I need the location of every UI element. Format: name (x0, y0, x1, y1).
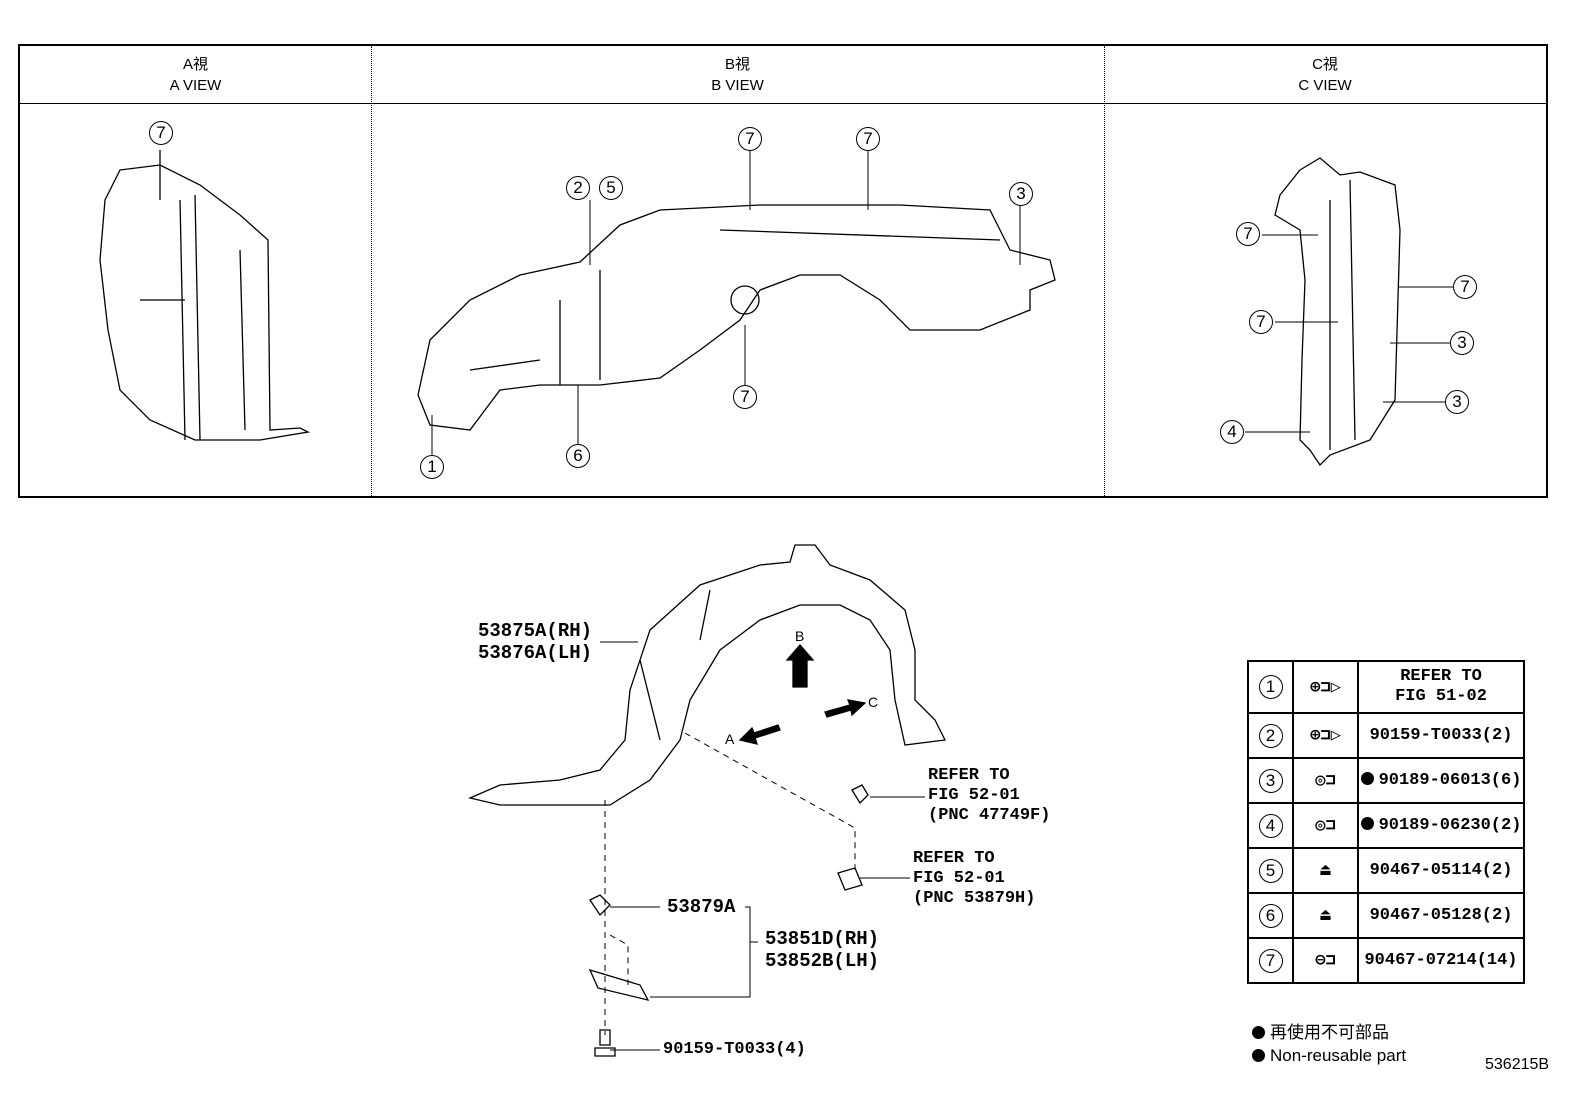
arrow-a (738, 724, 781, 745)
nut-icon: ⏏ (1320, 862, 1331, 881)
non-reusable-dot-icon (1252, 1049, 1265, 1062)
liner-main-drawing (467, 544, 946, 806)
non-reusable-dot-icon (1360, 772, 1374, 785)
panel-c-view: C視 C VIEW (1104, 46, 1546, 496)
callout-7: 7 (856, 127, 880, 151)
view-title-en: C VIEW (1298, 77, 1352, 94)
push-clip-icon: ⊖⊐ (1315, 952, 1336, 971)
view-title-jp: A視 (182, 56, 208, 73)
part-number-seal-rh: 53851D(RH) (765, 928, 880, 950)
legend-part: 90467-05114(2) (1357, 847, 1525, 894)
part-number-liner-rh: 53875A(RH) (478, 620, 593, 642)
screw-icon: ⊕⊐▷ (1310, 727, 1341, 746)
clip-icon: ◎⊐ (1315, 817, 1336, 836)
liner-c-view-drawing (1274, 157, 1401, 467)
callout-7: 7 (1453, 275, 1477, 299)
callout-2: 2 (1258, 723, 1283, 748)
screw-icon: ⊕⊐▷ (1310, 678, 1341, 698)
callout-2: 2 (566, 176, 590, 200)
legend-part: 90189-06230(2) (1378, 816, 1522, 835)
callout-5: 5 (599, 176, 623, 200)
legend-row: 3 ◎⊐ 90189-06013(6) (1247, 757, 1525, 804)
callout-4: 4 (1258, 813, 1283, 838)
callout-7: 7 (149, 121, 173, 145)
legend-part: 90467-07214(14) (1357, 937, 1525, 984)
arrow-b (785, 644, 815, 688)
part-number-liner-lh: 53876A(LH) (478, 642, 593, 664)
view-title-en: A VIEW (169, 77, 222, 94)
callout-7: 7 (733, 385, 757, 409)
note-text: Non-reusable part (1270, 1046, 1407, 1065)
refer-note-53879h: REFER TO FIG 52-01 (PNC 53879H) (913, 849, 1036, 908)
callout-6: 6 (566, 444, 590, 468)
callout-6: 6 (1258, 903, 1283, 928)
clip-icon: ◎⊐ (1315, 772, 1336, 791)
panel-header: C視 C VIEW (1104, 46, 1546, 104)
note-non-reusable-jp: 再使用不可部品 (1252, 1022, 1389, 1044)
view-title-jp: C視 (1312, 56, 1338, 73)
legend-part: 90189-06013(6) (1378, 771, 1522, 790)
callout-3: 3 (1258, 768, 1283, 793)
callout-7: 7 (1258, 948, 1283, 973)
liner-a-view-drawing (99, 164, 311, 441)
callout-3: 3 (1450, 331, 1474, 355)
view-title-en: B VIEW (711, 77, 764, 94)
callout-5: 5 (1258, 858, 1283, 883)
callout-1: 1 (420, 455, 444, 479)
legend-row: 2 ⊕⊐▷ 90159-T0033(2) (1247, 712, 1525, 759)
legend-row: 1 ⊕⊐▷ REFER TO FIG 51-02 (1247, 660, 1525, 714)
clip-drawing (588, 784, 869, 1057)
panel-b-view: B視 B VIEW (371, 46, 1105, 496)
callout-3: 3 (1445, 390, 1469, 414)
legend-part: REFER TO FIG 51-02 (1357, 660, 1525, 714)
panel-header: A視 A VIEW (20, 46, 371, 104)
view-title-jp: B視 (724, 56, 750, 73)
callout-7: 7 (1236, 222, 1260, 246)
non-reusable-dot-icon (1360, 817, 1374, 830)
callout-4: 4 (1220, 420, 1244, 444)
non-reusable-dot-icon (1252, 1026, 1265, 1039)
liner-b-view-drawing (417, 204, 1056, 431)
leader-line (600, 641, 925, 1051)
panel-header: B視 B VIEW (371, 46, 1104, 104)
callout-3: 3 (1009, 182, 1033, 206)
part-number-seal-lh: 53852B(LH) (765, 950, 880, 972)
legend-row: 5 ⏏ 90467-05114(2) (1247, 847, 1525, 894)
arrow-c (824, 699, 867, 718)
arrow-label-a: A (725, 731, 735, 747)
callout-1: 1 (1258, 675, 1283, 699)
nut-icon: ⏏ (1320, 907, 1331, 926)
note-non-reusable-en: Non-reusable part (1252, 1045, 1406, 1067)
callout-7: 7 (738, 127, 762, 151)
view-panels: A視 A VIEW B視 B VIEW C視 C VIEW (18, 44, 1548, 498)
legend-part: 90159-T0033(2) (1357, 712, 1525, 759)
figure-id: 536215B (1485, 1056, 1550, 1073)
callout-7: 7 (1249, 310, 1273, 334)
part-number-clip: 53879A (667, 896, 736, 918)
dashed-guide (604, 732, 856, 1035)
fastener-legend-table: 1 ⊕⊐▷ REFER TO FIG 51-02 2 ⊕⊐▷ 90159-T00… (1247, 660, 1525, 984)
part-number-screw: 90159-T0033(4) (663, 1040, 806, 1059)
arrow-label-b: B (795, 628, 805, 644)
refer-note-47749f: REFER TO FIG 52-01 (PNC 47749F) (928, 766, 1051, 825)
panel-a-view: A視 A VIEW (20, 46, 372, 496)
legend-row: 6 ⏏ 90467-05128(2) (1247, 892, 1525, 939)
arrow-label-c: C (868, 694, 879, 710)
note-text: 再使用不可部品 (1270, 1023, 1389, 1042)
legend-part: 90467-05128(2) (1357, 892, 1525, 939)
legend-row: 7 ⊖⊐ 90467-07214(14) (1247, 937, 1525, 984)
legend-row: 4 ◎⊐ 90189-06230(2) (1247, 802, 1525, 849)
